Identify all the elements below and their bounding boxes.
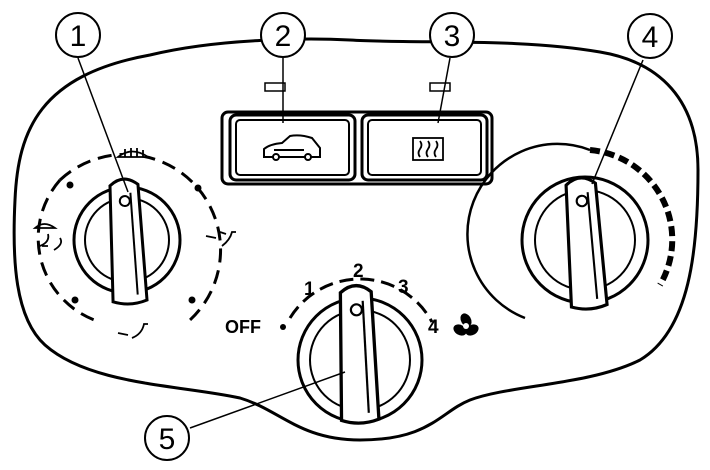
recirculation-indicator	[264, 82, 286, 92]
svg-text:4: 4	[642, 21, 659, 54]
fan-speed-2-label: 2	[353, 261, 364, 282]
temperature-knob[interactable]	[520, 175, 650, 312]
fan-speed-4-label: 4	[428, 317, 439, 338]
svg-text:5: 5	[159, 423, 176, 456]
callout-3: 3	[429, 12, 475, 58]
svg-text:3: 3	[444, 20, 461, 53]
leader-line-5	[189, 371, 346, 429]
temperature-cold-arc	[466, 142, 591, 320]
car-recirculation-icon	[263, 134, 321, 161]
temperature-hot-arc	[589, 147, 676, 287]
off-dot	[280, 324, 286, 330]
callout-4: 4	[627, 13, 673, 59]
fan-scale-arc	[288, 277, 434, 323]
rear-defrost-button[interactable]	[360, 113, 489, 182]
leader-line-1	[77, 57, 129, 193]
callout-5: 5	[144, 415, 190, 461]
mode-scale-arc-lower	[36, 179, 101, 324]
feet-vent-icon	[117, 323, 148, 339]
defrost-feet-icon	[32, 223, 63, 251]
callout-1: 1	[55, 12, 101, 58]
callout-2: 2	[260, 12, 306, 58]
recirculation-button[interactable]	[228, 113, 357, 182]
panel-outline	[12, 37, 700, 442]
leader-line-3	[437, 57, 451, 124]
fan-speed-3-label: 3	[398, 277, 409, 298]
svg-text:2: 2	[275, 20, 292, 53]
fan-icon	[453, 313, 479, 336]
windshield-defrost-icon	[115, 148, 151, 158]
svg-text:1: 1	[70, 20, 87, 53]
defrost-indicator	[429, 82, 451, 92]
fan-speed-knob[interactable]	[296, 283, 424, 426]
off-label: OFF	[225, 317, 261, 337]
leader-line-4	[591, 59, 644, 185]
face-vent-icon	[205, 231, 236, 247]
mode-scale-arc	[58, 152, 222, 322]
fan-speed-1-label: 1	[304, 279, 315, 300]
rear-window-heater-icon	[412, 137, 444, 161]
mode-selector-knob[interactable]	[72, 176, 182, 307]
